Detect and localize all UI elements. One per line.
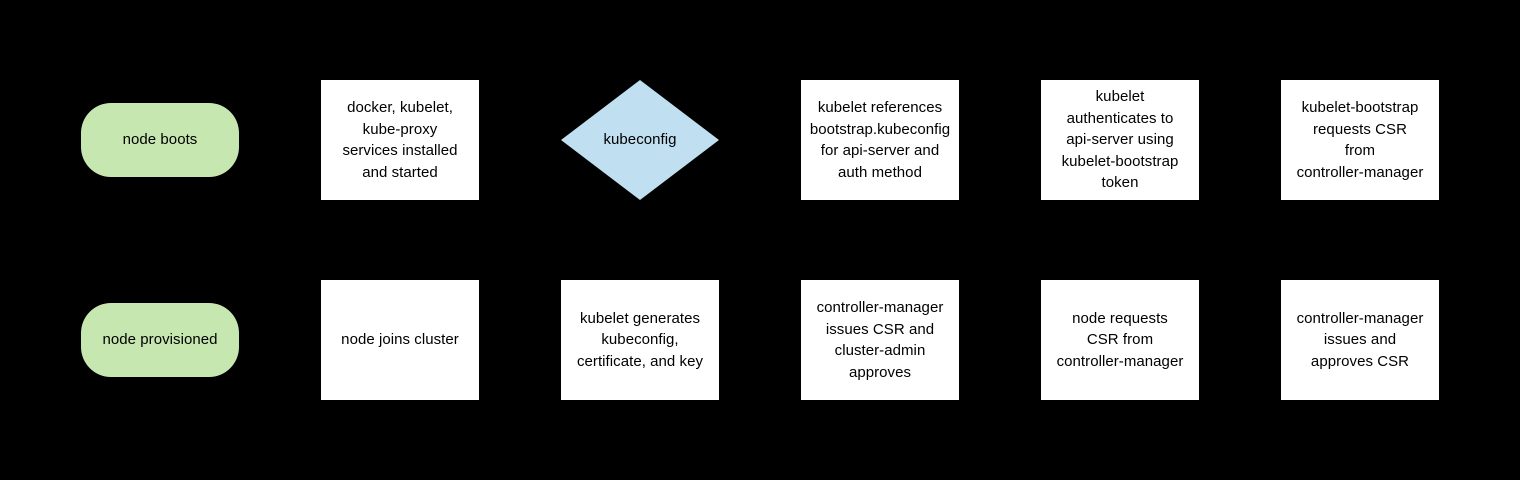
flow-node-kubelet-authenticates[interactable]: kubelet authenticates to api-server usin…	[1041, 80, 1199, 200]
flow-node-services-installed[interactable]: docker, kubelet, kube-proxy services ins…	[321, 80, 479, 200]
flow-node-label: kubelet references bootstrap.kubeconfig …	[809, 99, 951, 181]
flow-node-label: kubelet generates kubeconfig, certificat…	[576, 309, 704, 370]
flow-node-node-provisioned[interactable]: node provisioned	[81, 303, 239, 377]
flow-node-label: controller-manager issues CSR and cluste…	[816, 299, 944, 381]
flow-node-label: node boots	[122, 131, 198, 149]
flow-node-kubelet-references-bootstrap[interactable]: kubelet references bootstrap.kubeconfig …	[801, 80, 959, 200]
flow-node-label: node requests CSR from controller-manage…	[1056, 309, 1184, 370]
flow-node-kubeconfig-decision[interactable]: kubeconfig	[561, 80, 719, 200]
flow-node-node-requests-csr[interactable]: node requests CSR from controller-manage…	[1041, 280, 1199, 400]
flow-node-kubelet-generates-kubeconfig[interactable]: kubelet generates kubeconfig, certificat…	[561, 280, 719, 400]
flow-node-label: kubeconfig	[603, 131, 677, 149]
flow-node-label: kubelet authenticates to api-server usin…	[1061, 88, 1179, 192]
flow-node-label: kubelet-bootstrap requests CSR from cont…	[1296, 99, 1424, 181]
diamond-shape-icon	[561, 80, 719, 200]
flow-node-node-joins-cluster[interactable]: node joins cluster	[321, 280, 479, 400]
flow-node-controller-issues-csr[interactable]: controller-manager issues CSR and cluste…	[801, 280, 959, 400]
flow-node-node-boots[interactable]: node boots	[81, 103, 239, 177]
flow-node-label: node joins cluster	[341, 331, 459, 349]
flow-node-controller-issues-approves[interactable]: controller-manager issues and approves C…	[1281, 280, 1439, 400]
flow-node-label: node provisioned	[102, 331, 218, 349]
flow-node-bootstrap-requests-csr[interactable]: kubelet-bootstrap requests CSR from cont…	[1281, 80, 1439, 200]
flow-node-label: controller-manager issues and approves C…	[1296, 309, 1424, 370]
flow-node-label: docker, kubelet, kube-proxy services ins…	[342, 99, 458, 181]
